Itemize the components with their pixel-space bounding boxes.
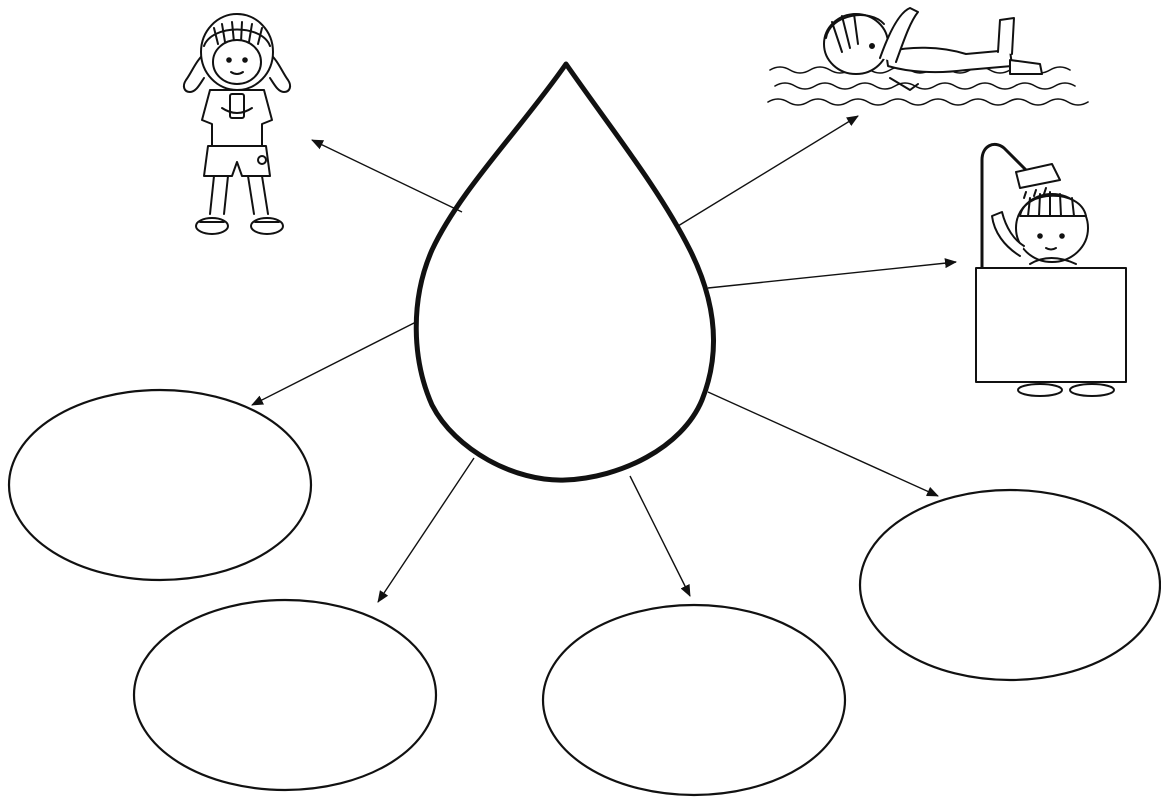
arrow-to-swimmer xyxy=(678,116,858,226)
arrow-to-bottom-left-oval xyxy=(378,458,474,602)
arrow-to-girl xyxy=(312,140,462,212)
answer-oval-right[interactable] xyxy=(860,490,1160,680)
arrow-to-bottom-center-oval xyxy=(630,476,690,596)
arrow-to-left-oval xyxy=(252,322,416,405)
shower-icon xyxy=(976,144,1126,396)
arrow-to-shower xyxy=(708,262,956,288)
water-drop-icon xyxy=(416,64,713,480)
swimmer-icon xyxy=(768,8,1088,105)
answer-oval-bottom-left[interactable] xyxy=(134,600,436,790)
answer-oval-left[interactable] xyxy=(9,390,311,580)
arrow-to-right-oval xyxy=(708,392,938,496)
answer-oval-bottom-center[interactable] xyxy=(543,605,845,795)
girl-drinking-icon xyxy=(184,14,290,234)
